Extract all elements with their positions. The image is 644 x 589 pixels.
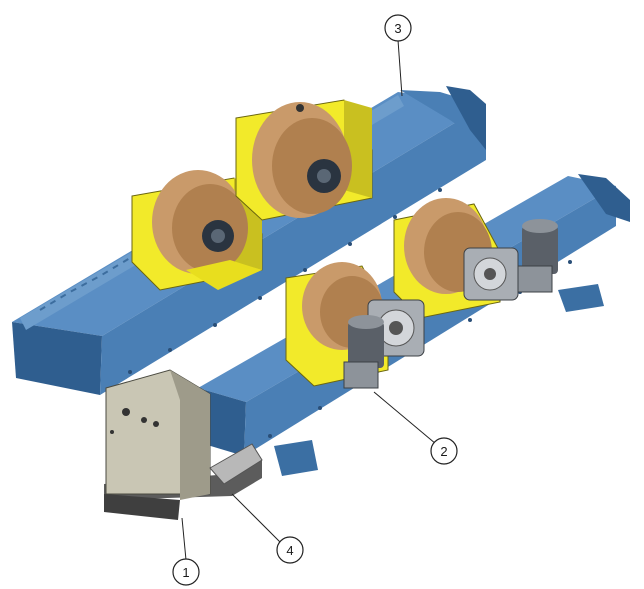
callout-1-label: 1 xyxy=(182,565,189,580)
drive-motor-gearbox-rear xyxy=(463,219,558,301)
callout-3-label: 3 xyxy=(394,21,401,36)
idler-roller-housing-right xyxy=(235,99,373,221)
callout-2: 2 xyxy=(373,391,458,465)
callout-1: 1 xyxy=(172,517,200,586)
callout-4-label: 4 xyxy=(286,543,293,558)
callout-4: 4 xyxy=(231,493,304,564)
drive-motor-gearbox-front xyxy=(343,299,425,389)
callout-3: 3 xyxy=(384,14,412,97)
idler-roller-housing-left xyxy=(131,170,263,291)
callout-2-label: 2 xyxy=(440,444,447,459)
control-cabinet xyxy=(104,369,263,520)
